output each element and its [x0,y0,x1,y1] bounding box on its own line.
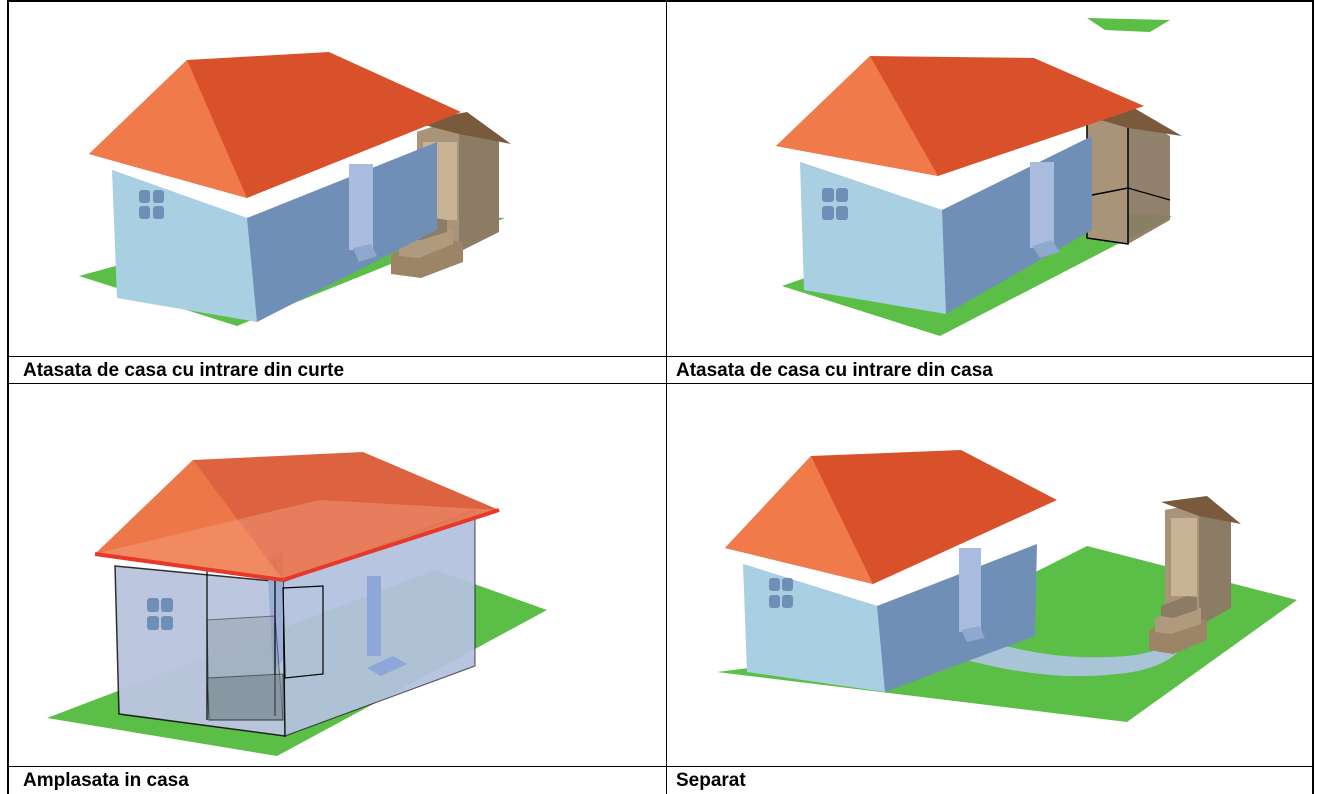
panel-separate-illustration [707,420,1307,730]
caption-attached-house: Atasata de casa cu intrare din casa [676,360,993,381]
table-border-right [1312,0,1314,794]
panel-inside-house-illustration [47,420,547,760]
table-row-divider-2 [7,383,1314,384]
caption-attached-yard: Atasata de casa cu intrare din curte [23,360,345,381]
panel-attached-yard-illustration [67,30,527,330]
table-row-divider-3 [7,766,1314,767]
house-illustration [717,450,1297,722]
house-illustration [47,452,547,756]
house-illustration [79,52,511,326]
panel-attached-house-illustration [762,16,1202,340]
caption-separate: Separat [676,770,746,791]
caption-inside-house: Amplasata in casa [23,770,189,791]
table-row-divider-1 [7,356,1314,357]
table-border-left [7,0,9,794]
house-illustration [776,18,1182,336]
diagram-table: Atasata de casa cu intrare din curte [7,0,1314,794]
table-border-middle [666,0,667,794]
table-border-top [7,0,1314,2]
